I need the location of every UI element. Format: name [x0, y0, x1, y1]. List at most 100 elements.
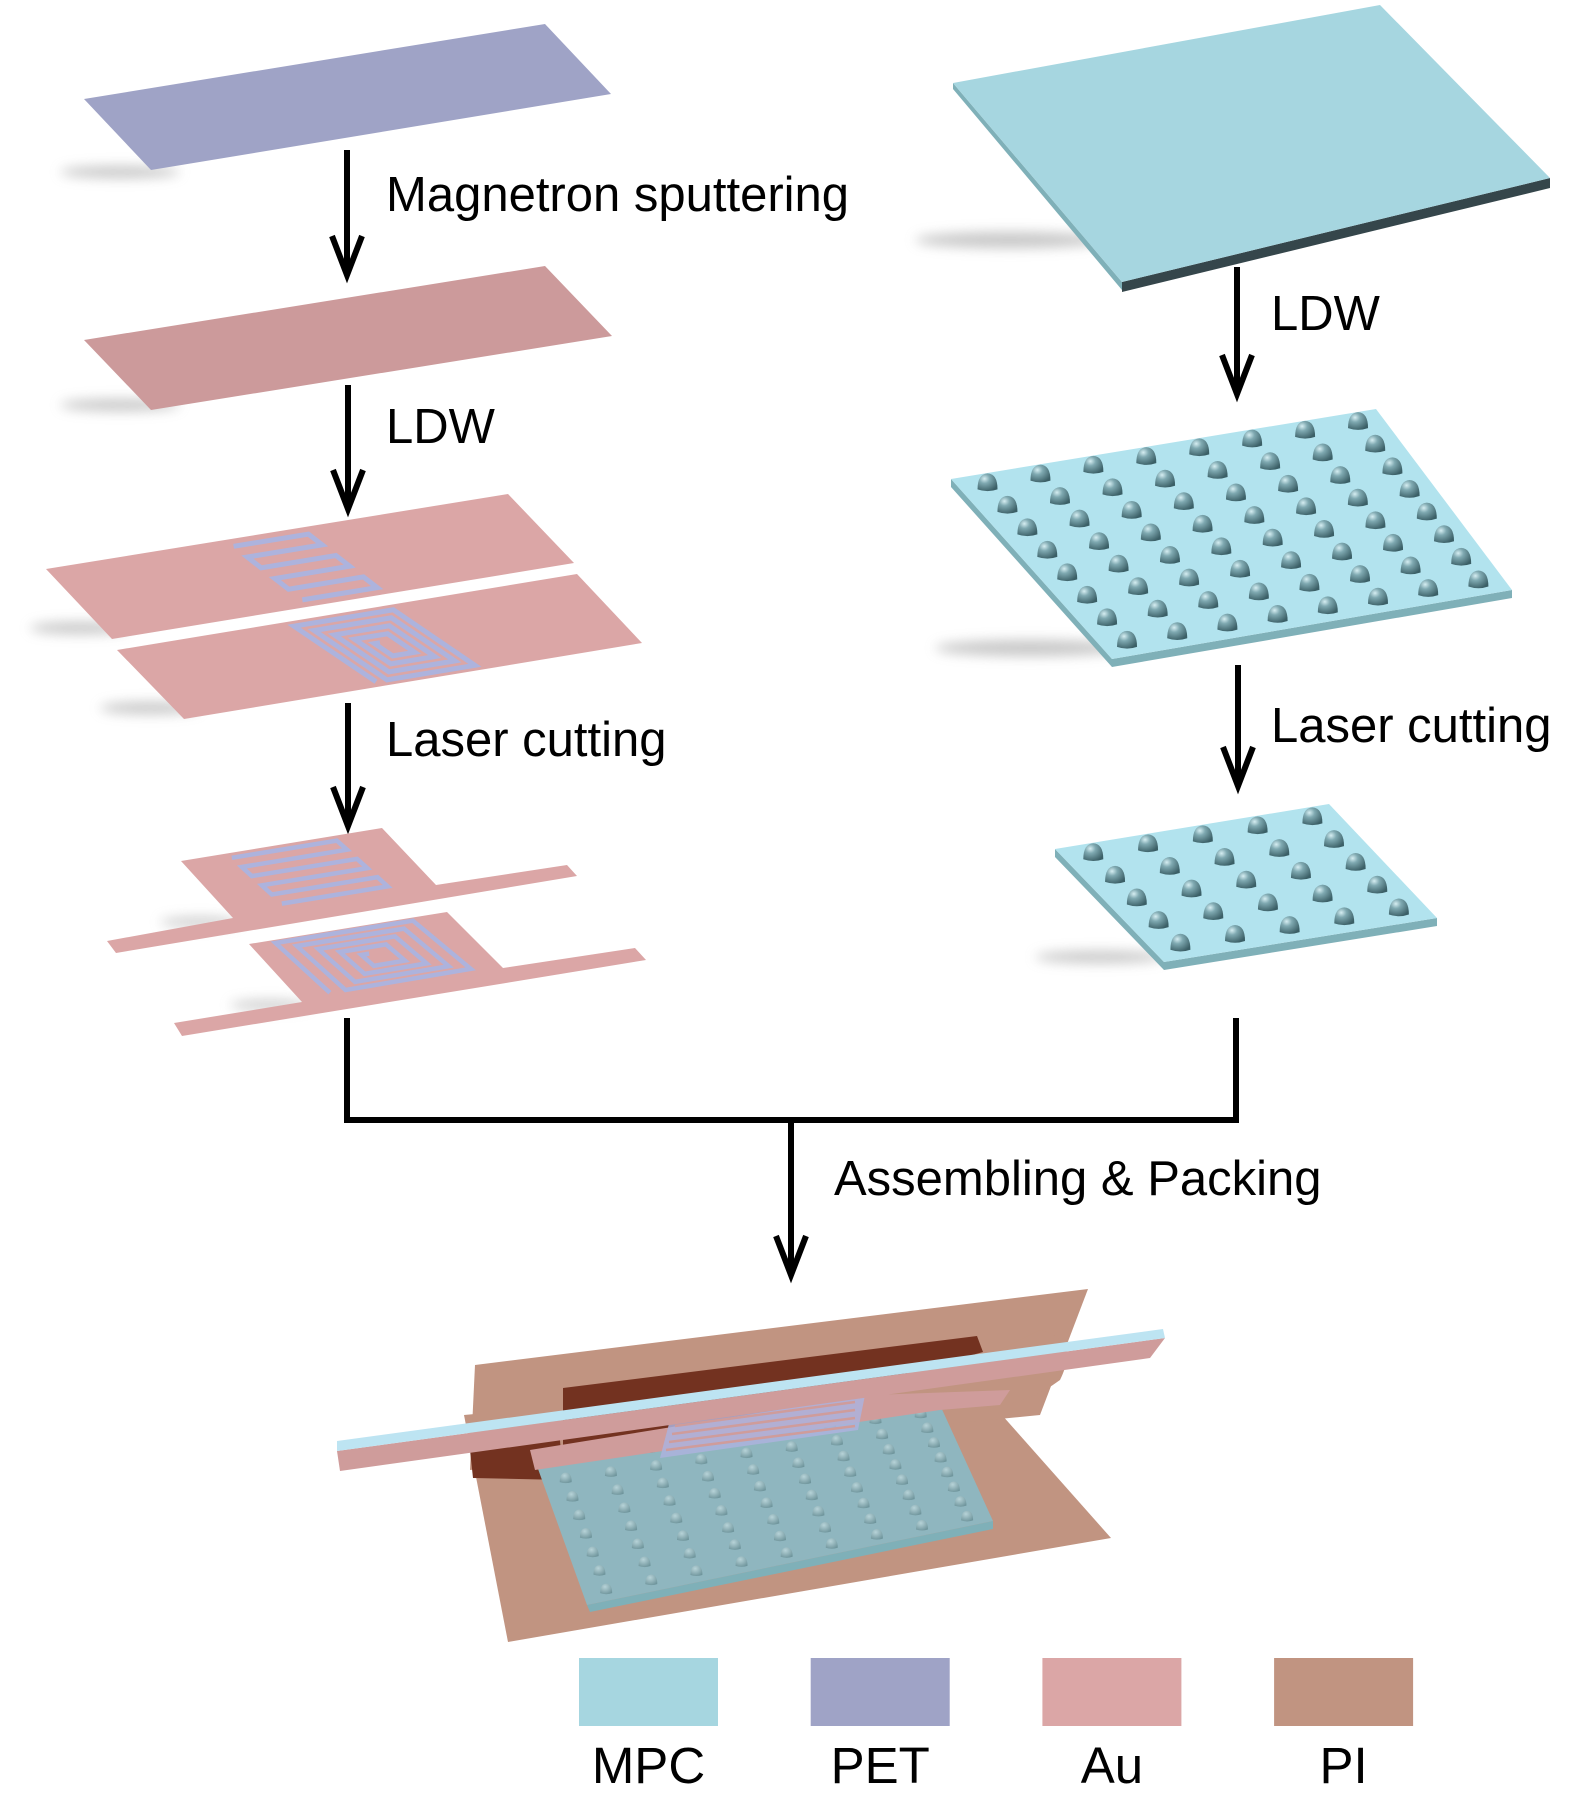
mpc-sheet-top — [953, 5, 1550, 282]
arrow-laser-right — [1220, 665, 1256, 795]
microdome — [611, 1484, 624, 1495]
legend-swatch — [1042, 1658, 1182, 1726]
microdome — [747, 1464, 760, 1475]
microdome-grid — [977, 412, 1489, 649]
microdome — [850, 1481, 863, 1493]
microdome — [785, 1441, 798, 1452]
microdome — [690, 1565, 703, 1577]
cut-interdigitated-electrode — [107, 828, 577, 953]
microdome — [1017, 518, 1038, 537]
microdome — [1314, 520, 1335, 538]
arrow-magnetron — [329, 150, 365, 284]
microdome — [1334, 907, 1355, 926]
microdome — [735, 1556, 748, 1567]
microdome — [934, 1451, 947, 1463]
mpc-dome-array — [935, 409, 1512, 667]
microdome — [1159, 856, 1180, 875]
microdome — [600, 1583, 613, 1595]
legend-label: PI — [1320, 1737, 1368, 1794]
label-laser-cutting-left: Laser cutting — [386, 713, 667, 767]
legend-item-pi: PI — [1274, 1658, 1414, 1794]
microdome — [825, 1538, 838, 1549]
pet-strip — [84, 24, 611, 170]
microdome — [921, 1422, 934, 1434]
microdome — [773, 1530, 786, 1542]
microdome — [1399, 480, 1420, 498]
microdome — [1159, 546, 1180, 564]
microdome — [954, 1496, 967, 1507]
legend-swatch — [810, 1658, 950, 1726]
assembled-sensor — [337, 1289, 1165, 1642]
microdome — [1365, 511, 1386, 530]
microdome — [695, 1453, 708, 1465]
microdome — [1348, 412, 1369, 430]
microdome — [1383, 533, 1404, 552]
microdome — [1350, 565, 1371, 583]
microdome — [1290, 861, 1311, 880]
microdome — [805, 1489, 818, 1501]
microdome — [559, 1472, 572, 1484]
microdome — [1225, 483, 1246, 502]
microdome — [670, 1512, 683, 1524]
microdome — [1170, 933, 1191, 952]
microdome — [760, 1497, 773, 1508]
microdome — [573, 1509, 586, 1521]
label-ldw-left: LDW — [386, 400, 496, 454]
microdome — [837, 1450, 850, 1462]
microdome — [1324, 830, 1345, 848]
microdome — [1155, 469, 1176, 488]
electrode-trace — [231, 838, 393, 906]
mpc-sheet-left-side — [953, 83, 1122, 290]
interdigitated-electrode-strip — [46, 494, 574, 639]
microdome — [1117, 630, 1138, 649]
arrow-ldw-left — [330, 385, 366, 518]
microdome — [1214, 848, 1235, 866]
microdome — [819, 1521, 832, 1533]
microdome — [1400, 556, 1421, 575]
shadow — [60, 166, 180, 178]
microdome — [1382, 457, 1403, 476]
microdome — [844, 1466, 857, 1477]
legend-item-pet: PET — [810, 1658, 950, 1794]
microdome — [1126, 888, 1147, 907]
microdome — [1260, 452, 1281, 471]
microdome — [1192, 514, 1213, 533]
cut-interdigitated-pattern — [231, 838, 393, 906]
microdome — [947, 1481, 960, 1492]
cut-mpc-front-side — [1164, 918, 1437, 970]
electrode-gap — [665, 1424, 856, 1452]
bar-side — [337, 1338, 1165, 1471]
electrode-gap — [674, 1400, 856, 1428]
microdome — [676, 1530, 689, 1541]
microdome — [1189, 438, 1210, 457]
mpc-sheet-front-edge — [1122, 178, 1550, 292]
legend-swatch — [579, 1658, 718, 1726]
microdome — [870, 1528, 883, 1540]
microdome-grid-cut — [1083, 807, 1409, 952]
au-coated-strip — [84, 266, 612, 410]
label-laser-cutting-right: Laser cutting — [1271, 699, 1552, 753]
cut-electrodes — [107, 828, 646, 1036]
microdome — [1434, 525, 1455, 544]
legend-swatch — [1274, 1658, 1414, 1726]
microdome — [708, 1487, 721, 1499]
au-coated-pet — [60, 266, 612, 411]
cut-spiral-pattern — [270, 918, 476, 995]
microdome — [997, 495, 1018, 514]
microdome — [1102, 478, 1123, 497]
microdome — [579, 1528, 592, 1539]
microdome — [1173, 492, 1194, 511]
microdome — [1257, 893, 1278, 912]
microdome — [1468, 570, 1489, 589]
microdome — [631, 1538, 644, 1550]
microdome — [1242, 429, 1263, 448]
shadow — [935, 640, 1125, 656]
microdome — [1179, 568, 1200, 587]
microdome — [1330, 466, 1351, 484]
microdome — [876, 1428, 889, 1440]
microdome — [645, 1574, 658, 1586]
microdome — [1365, 434, 1386, 453]
microdome — [1192, 825, 1213, 844]
microdome — [1207, 460, 1228, 479]
